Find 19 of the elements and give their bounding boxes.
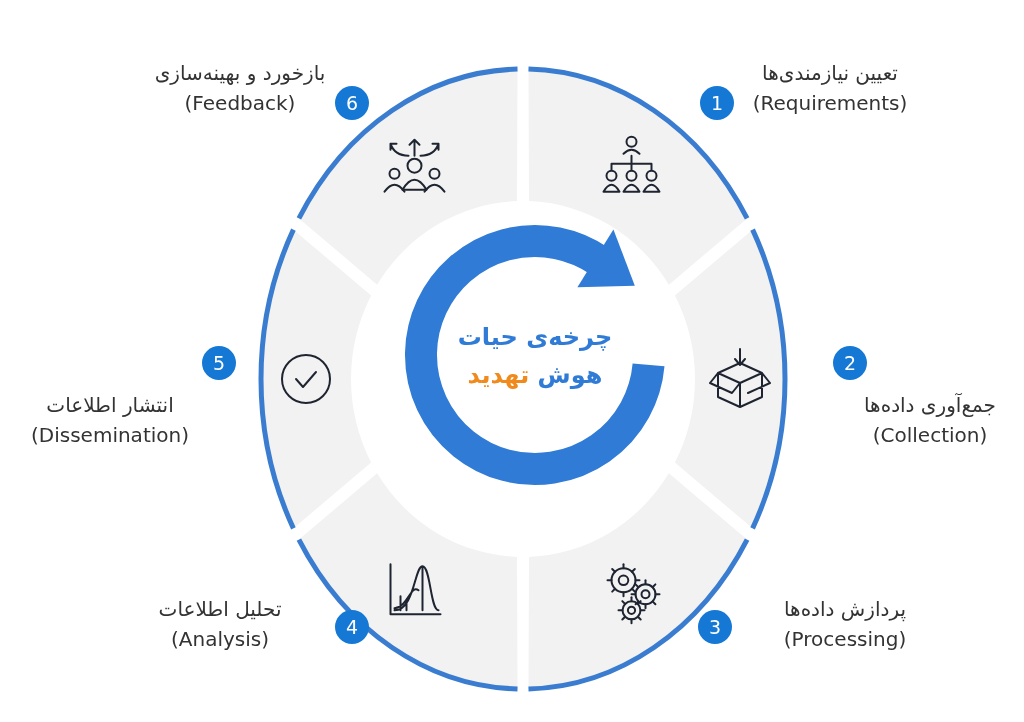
step-title: پردازش داده‌ها: [784, 596, 906, 624]
step-subtitle: (Feedback): [184, 90, 296, 117]
step-number-badge: 1: [700, 86, 734, 120]
step-title: انتشار اطلاعات: [46, 392, 174, 419]
step-subtitle: (Processing): [783, 626, 907, 653]
step-subtitle: (Collection): [872, 422, 988, 449]
step-title: تحلیل اطلاعات: [158, 596, 282, 623]
step-subtitle: (Analysis): [171, 626, 269, 653]
step-number-badge: 4: [335, 610, 369, 644]
step-title: تعیین نیازمندی‌ها: [762, 60, 898, 87]
step-number-badge: 5: [202, 346, 236, 380]
step-subtitle: (Dissemination): [31, 422, 189, 449]
step-subtitle: (Requirements): [752, 90, 908, 117]
step-number-badge: 3: [698, 610, 732, 644]
step-number-badge: 6: [335, 86, 369, 120]
title: چرخه‌ی حیات هوش تهدید: [456, 322, 614, 391]
step-title: بازخورد و بهینه‌سازی: [154, 60, 326, 87]
step-number-badge: 2: [833, 346, 867, 380]
step-title: جمع‌آوری داده‌ها: [864, 392, 996, 419]
